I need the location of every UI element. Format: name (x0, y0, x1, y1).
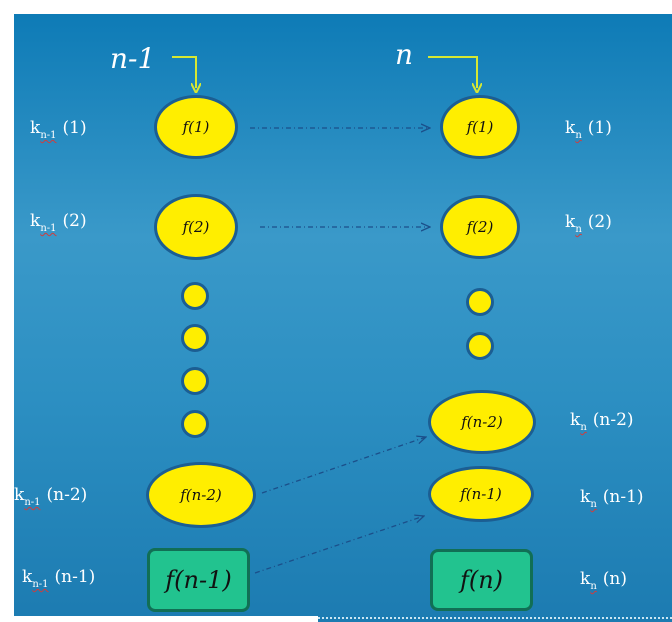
left-box-fn1: f(n-1) (147, 548, 250, 612)
bottom-dotted-border (318, 617, 672, 619)
left-ellipsis-dot (181, 324, 209, 352)
right-node-fn1: f(n-1) (428, 466, 534, 522)
right-label: kn (1) (565, 118, 612, 141)
right-label: kn (n-2) (570, 410, 634, 433)
label-subscript: n (580, 422, 587, 433)
bottom-margin (0, 616, 318, 622)
right-ellipsis-dot (466, 288, 494, 316)
left-node-f2: f(2) (154, 194, 238, 260)
left-margin (0, 0, 14, 622)
label-argument: (2) (587, 212, 612, 232)
label-base: k (580, 569, 591, 589)
label-base: k (565, 212, 576, 232)
right-label: kn (2) (565, 212, 612, 235)
label-base: k (14, 485, 25, 505)
label-base: k (30, 118, 41, 138)
top-margin (0, 0, 672, 14)
left-node-f1: f(1) (154, 95, 238, 159)
left-ellipsis-dot (181, 367, 209, 395)
label-subscript: n (590, 499, 597, 510)
left-label: kn-1 (2) (30, 211, 87, 234)
connector-fn1-to-fn1 (254, 516, 424, 574)
left-ellipsis-dot (181, 410, 209, 438)
label-argument: (n-2) (592, 410, 634, 430)
label-argument: (n-1) (602, 487, 644, 507)
label-argument: (2) (62, 211, 87, 231)
label-subscript: n (575, 130, 582, 141)
right-box-fn: f(n) (430, 549, 533, 611)
label-argument: (1) (62, 118, 87, 138)
right-node-f2: f(2) (440, 195, 520, 259)
right-ellipsis-dot (466, 332, 494, 360)
left-label: kn-1 (1) (30, 118, 87, 141)
left-title-arrow (172, 56, 196, 88)
left-label: kn-1 (n-2) (14, 485, 88, 508)
right-column-title: n (395, 38, 414, 71)
left-node-fn2: f(n-2) (146, 462, 256, 528)
label-argument: (1) (587, 118, 612, 138)
label-subscript: n (575, 224, 582, 235)
label-base: k (580, 487, 591, 507)
label-subscript: n (590, 581, 597, 592)
label-subscript: n-1 (32, 579, 49, 590)
right-title-arrow (428, 56, 477, 88)
left-column-title: n-1 (110, 42, 156, 75)
label-subscript: n-1 (40, 223, 57, 234)
connector-fn2-to-fn2 (261, 437, 426, 494)
right-node-f1: f(1) (440, 95, 520, 159)
label-argument: (n-1) (54, 567, 96, 587)
label-base: k (22, 567, 33, 587)
left-label: kn-1 (n-1) (22, 567, 96, 590)
left-ellipsis-dot (181, 282, 209, 310)
label-base: k (570, 410, 581, 430)
label-argument: (n) (602, 569, 627, 589)
label-subscript: n-1 (40, 130, 57, 141)
right-node-fn2: f(n-2) (428, 390, 536, 454)
label-base: k (565, 118, 576, 138)
label-subscript: n-1 (24, 497, 41, 508)
right-label: kn (n-1) (580, 487, 644, 510)
label-argument: (n-2) (46, 485, 88, 505)
right-label: kn (n) (580, 569, 627, 592)
label-base: k (30, 211, 41, 231)
